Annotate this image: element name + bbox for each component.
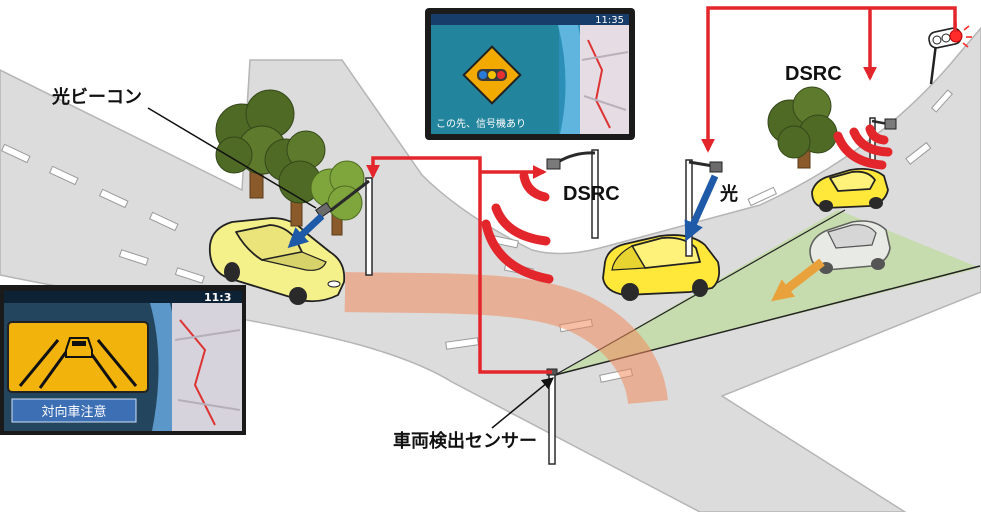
nav-clock: 11:3 [204,291,231,304]
pole-arm [329,179,370,213]
signal-to-beacon-line [701,6,957,153]
signal-lamp [941,33,951,43]
car-windshield [261,251,327,271]
car-headlight [327,280,341,288]
car-icon [65,337,93,358]
tree-foliage [215,136,253,174]
turning-path-arrow [344,272,668,405]
lane-dash [931,89,953,113]
lane-dash [0,143,31,164]
vehicle-sensor-pole [546,368,558,465]
warning-label-box [11,398,137,423]
optical-beacon-device [709,161,723,173]
car-roof [827,224,877,249]
dsrc-waves-center [481,171,554,284]
label-dsrc-right: DSRC [785,63,842,85]
oncoming-car-motion-arrow [771,258,825,302]
car-wheel [224,262,240,282]
sensor-to-beacon-line [366,156,552,374]
signal-lamp [932,35,942,45]
nav-divider [150,303,178,431]
signal-pole [929,43,938,85]
dsrc-wave [849,127,893,157]
label-pointer [491,377,554,429]
map-road [581,51,629,111]
car-wheel [621,283,639,301]
car-wheel [819,200,833,212]
car-wheel [289,287,307,305]
nav-clock: 11:35 [595,15,624,26]
communication-lines [366,6,957,374]
optical-beacon-pole-center [685,159,723,257]
dsrc-antenna [884,118,897,130]
car-wheel [692,279,708,297]
lane-dash [48,165,79,186]
dsrc-wave [519,171,550,202]
pole-arm [688,160,714,168]
nav-message: この先、信号機あり [436,117,526,130]
dsrc-pole-center [546,149,599,239]
map-road [174,329,241,411]
nav-screen-top: 11:35 この先、信号機あり [425,8,635,140]
lane-dash [98,188,129,209]
nav-divider [558,25,585,134]
warning-label: 対向車注意 [41,404,106,420]
label-optical-beacon: 光ビーコン [51,86,142,108]
car-under-beacon [208,217,346,305]
signal-icon-lamp [479,71,487,79]
car-wheel [869,197,883,209]
pole [365,177,373,276]
pole-arm [557,151,596,164]
dsrc-waves-right [833,124,893,170]
car-wheel [871,258,885,270]
lane-dash [118,249,149,266]
tree-foliage [777,125,811,159]
traffic-signal [928,22,972,85]
optical-beam-arrow-left [287,213,325,249]
dsrc-wave [833,131,887,170]
dsrc-wave [491,203,551,246]
car-far [811,167,889,212]
signal-icon-lamp [497,71,505,79]
lane-dash [148,211,179,232]
sign-road-lines [18,339,138,389]
nav-top-bar [4,291,242,303]
car-windshield [611,245,647,271]
label-optical: 光 [719,183,738,205]
map-route [587,39,611,129]
dsrc-wave [481,219,554,284]
tree-right [767,86,838,169]
pole [591,149,599,239]
dsrc-wave [865,124,889,145]
car-center [602,234,721,301]
dsrc-antenna [546,158,561,170]
nav-top-bar [431,14,629,25]
optical-beam-arrow-center [684,174,719,242]
pole [685,159,693,257]
lane-dash [747,186,778,207]
lane-dash [445,337,479,350]
label-dsrc-center: DSRC [563,183,620,205]
lane-dash [905,141,932,165]
car-roof [829,170,876,192]
label-pointer [147,107,317,209]
label-vehicle-sensor: 車両検出センサー [393,430,537,452]
car-icon-window [72,341,86,346]
pole [548,371,556,465]
lane-dash [174,267,205,284]
nav-screen-bottom: 11:3 対向車注意 [0,285,246,435]
tree-cluster-left [215,89,365,236]
signal-icon-lamp [488,71,496,79]
